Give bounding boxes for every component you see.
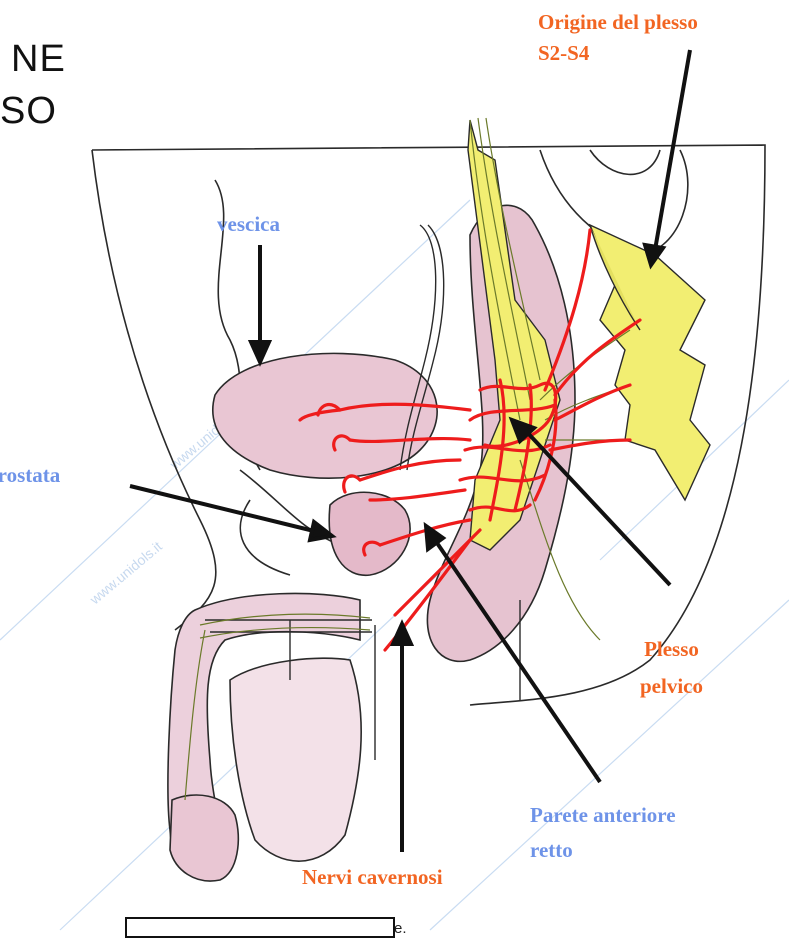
label-parete-anteriore-retto: Parete anteriore retto bbox=[530, 803, 676, 863]
footer-box bbox=[125, 917, 395, 938]
glans bbox=[170, 795, 238, 881]
label-vescica: vescica bbox=[217, 212, 280, 237]
slide-title-fragment-1: NE bbox=[11, 40, 66, 78]
label-origine-plesso: Origine del plesso S2-S4 bbox=[538, 10, 698, 66]
label-origine-line2: S2-S4 bbox=[538, 41, 698, 66]
footer-text-fragment: e. bbox=[394, 920, 407, 937]
label-origine-line1: Origine del plesso bbox=[538, 10, 698, 35]
label-parete-line2: retto bbox=[530, 838, 676, 863]
scrotum bbox=[230, 658, 361, 861]
prostate bbox=[329, 492, 410, 575]
label-parete-line1: Parete anteriore bbox=[530, 803, 676, 828]
label-plesso-line2: pelvico bbox=[640, 674, 703, 699]
label-plesso-line1: Plesso bbox=[640, 637, 703, 662]
label-plesso-pelvico: Plesso pelvico bbox=[640, 637, 703, 699]
slide-title-fragment-2: SO bbox=[0, 92, 57, 130]
bladder bbox=[213, 353, 437, 478]
label-nervi-cavernosi: Nervi cavernosi bbox=[302, 865, 443, 890]
arrow-origine bbox=[655, 50, 690, 250]
arrow-prostata bbox=[130, 486, 318, 532]
sacral-plexus bbox=[468, 120, 710, 550]
label-prostata: prostata bbox=[0, 463, 60, 488]
